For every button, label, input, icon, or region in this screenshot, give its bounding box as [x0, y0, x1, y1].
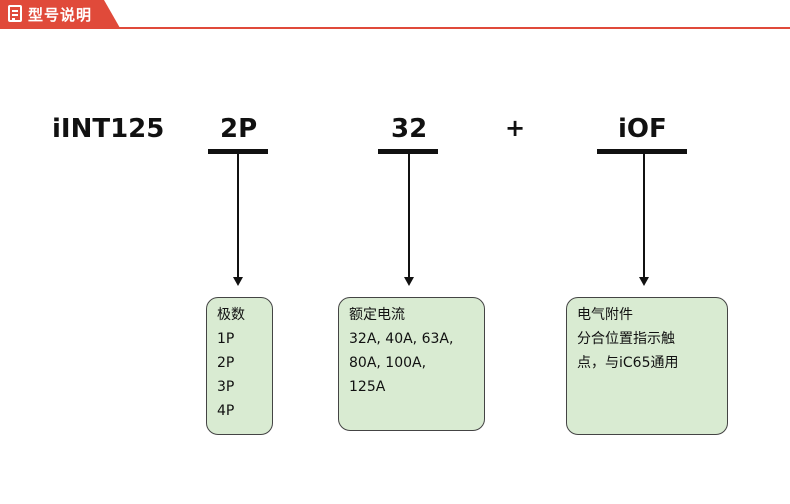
current-arrowhead — [404, 277, 414, 286]
current-box: 额定电流 32A, 40A, 63A, 80A, 100A, 125A — [338, 297, 485, 431]
poles-arrow-line — [237, 154, 239, 277]
poles-box: 极数 1P 2P 3P 4P — [206, 297, 273, 435]
document-icon — [8, 5, 22, 22]
poles-option: 4P — [217, 403, 235, 419]
section-title: 型号说明 — [28, 6, 93, 24]
accessory-underline — [597, 149, 687, 154]
poles-underline — [208, 149, 268, 154]
current-values-line: 125A — [349, 379, 386, 395]
current-box-heading: 额定电流 — [349, 307, 405, 323]
accessory-box: 电气附件 分合位置指示触 点，与iC65通用 — [566, 297, 728, 435]
accessory-box-heading: 电气附件 — [577, 307, 633, 323]
poles-option: 1P — [217, 331, 235, 347]
accessory-arrow-line — [643, 154, 645, 277]
section-header-tag: 型号说明 — [0, 0, 120, 28]
header-divider — [0, 27, 790, 29]
current-underline — [378, 149, 438, 154]
plus-sign: + — [505, 114, 526, 142]
accessory-description-line: 分合位置指示触 — [577, 331, 675, 347]
poles-option: 2P — [217, 355, 235, 371]
accessory-arrowhead — [639, 277, 649, 286]
current-values-line: 80A, 100A, — [349, 355, 427, 371]
current-arrow-line — [408, 154, 410, 277]
current-values-line: 32A, 40A, 63A, — [349, 331, 454, 347]
poles-arrowhead — [233, 277, 243, 286]
accessory-description-line: 点，与iC65通用 — [577, 355, 679, 371]
current-code: 32 — [391, 114, 428, 144]
poles-option: 3P — [217, 379, 235, 395]
accessory-code: iOF — [618, 114, 667, 144]
model-code: iINT125 — [52, 114, 165, 144]
poles-code: 2P — [220, 114, 258, 144]
poles-box-heading: 极数 — [217, 307, 245, 323]
